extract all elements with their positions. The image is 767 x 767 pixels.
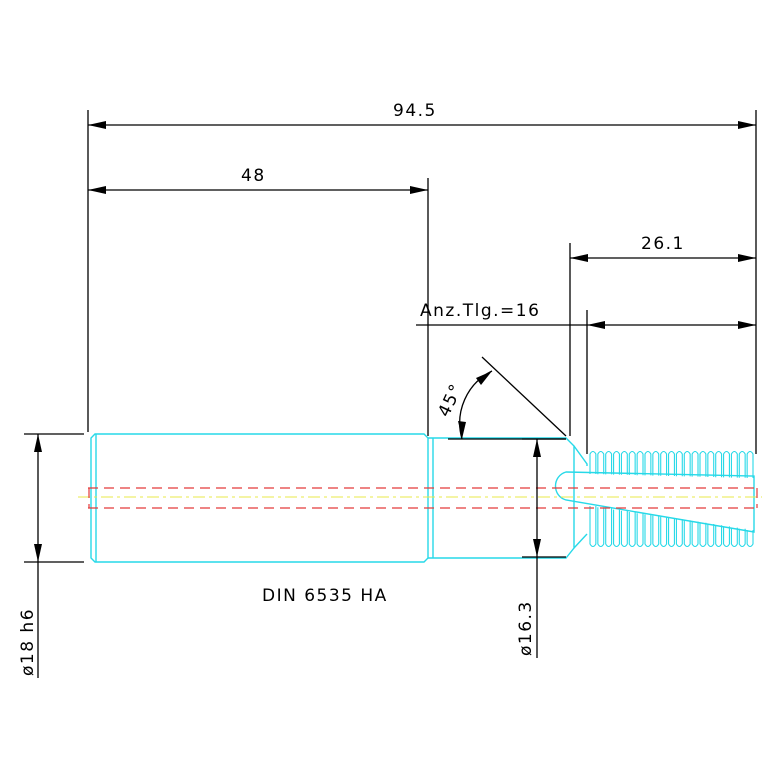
thread-tooth — [597, 450, 605, 475]
thread-tooth — [699, 522, 707, 548]
taper-outline — [573, 445, 588, 549]
flute-length-label: 26.1 — [641, 234, 685, 254]
thread-tooth — [723, 450, 730, 478]
thread-tooth — [620, 510, 628, 548]
thread-tooth — [636, 513, 644, 548]
thread-tooth — [675, 519, 683, 548]
dimension-shank: 48 — [88, 166, 429, 436]
thread-tooth — [691, 521, 699, 548]
dimension-overall: 94.5 — [87, 101, 757, 454]
thread-tooth — [730, 527, 738, 548]
thread-tooth — [738, 528, 746, 548]
standard-label: DIN 6535 HA — [262, 586, 388, 606]
thread-tooth — [683, 450, 691, 477]
thread-tooth — [707, 450, 715, 477]
shank-outline — [90, 433, 429, 563]
thread-tooth — [589, 506, 597, 548]
thread-tooth — [723, 526, 730, 548]
shank-length-label: 48 — [241, 166, 266, 186]
thread-tooth — [707, 524, 715, 548]
thread-tooth — [636, 450, 644, 476]
thread-tooth — [620, 450, 628, 475]
thread-tooth — [668, 518, 675, 548]
thread-tooth — [730, 450, 738, 478]
thread-tooth — [605, 508, 613, 548]
thread-tooth — [746, 450, 754, 478]
chamfer-angle-label: 45° — [434, 380, 467, 420]
thread-teeth-lower — [589, 506, 754, 548]
shank-diameter-label: ø18 h6 — [18, 608, 38, 676]
thread-tooth — [613, 450, 620, 475]
thread-tooth — [628, 512, 636, 548]
thread-tooth — [652, 450, 660, 476]
thread-tooth — [715, 450, 723, 478]
thread-tooth — [613, 509, 620, 548]
thread-tooth — [644, 514, 652, 548]
thread-tooth — [652, 515, 660, 548]
neck-outline — [428, 437, 575, 559]
thread-tooth — [691, 450, 699, 477]
thread-tooth — [660, 516, 668, 548]
tool-body — [90, 433, 755, 563]
thread-tooth — [738, 450, 746, 478]
thread-tooth — [660, 450, 668, 476]
thread-tooth — [605, 450, 613, 475]
dimension-tooth-count: Anz.Tlg.=16 — [416, 301, 756, 454]
thread-tooth — [668, 450, 675, 476]
flute-cone — [554, 471, 755, 533]
thread-tooth — [683, 520, 691, 548]
dimension-chamfer-angle: 45° — [434, 356, 567, 440]
thread-teeth-upper — [589, 450, 754, 478]
tooth-count-label: Anz.Tlg.=16 — [420, 301, 540, 321]
dimension-flute: 26.1 — [569, 234, 756, 436]
dimension-neck-diameter: ø16.3 — [516, 438, 566, 658]
thread-tooth — [675, 450, 683, 477]
thread-tooth — [644, 450, 652, 476]
dimension-shank-diameter: ø18 h6 — [18, 433, 84, 678]
thread-tooth — [746, 530, 754, 548]
thread-tooth — [628, 450, 636, 475]
overall-length-label: 94.5 — [393, 101, 437, 121]
thread-tooth — [589, 450, 597, 474]
thread-tooth — [715, 525, 723, 548]
thread-tooth — [699, 450, 707, 477]
neck-diameter-label: ø16.3 — [516, 600, 536, 656]
thread-tooth — [597, 507, 605, 548]
